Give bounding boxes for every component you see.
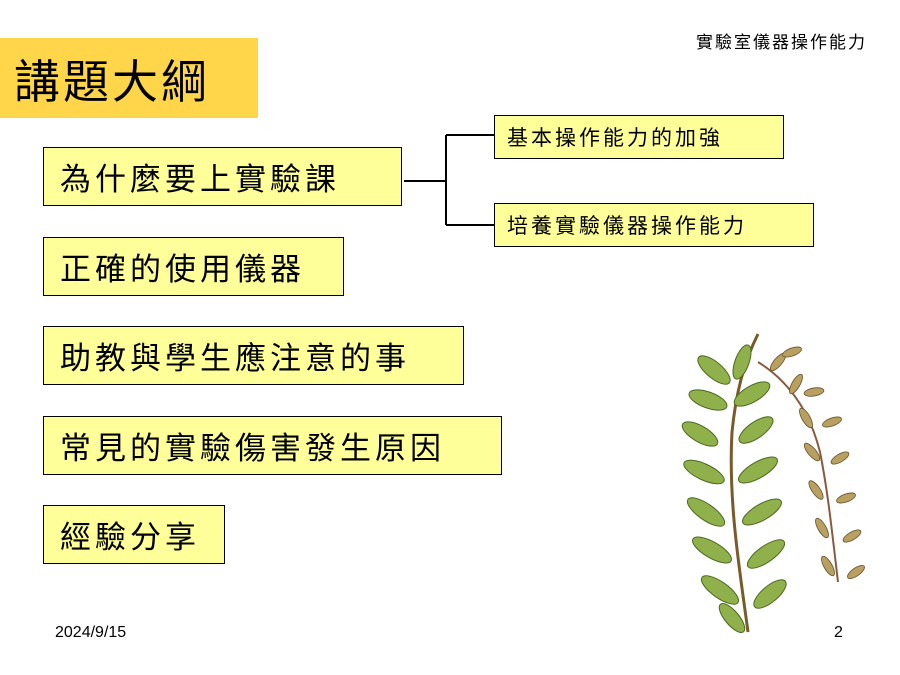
footer-date: 2024/9/15 — [55, 624, 127, 641]
page-number: 2 — [834, 624, 843, 641]
outline-item-experience: 經驗分享 — [43, 505, 225, 564]
outline-item-instrument-use: 正確的使用儀器 — [43, 237, 344, 296]
plant-illustration-icon — [681, 333, 865, 634]
outline-item-injury-causes: 常見的實驗傷害發生原因 — [43, 416, 502, 475]
outline-item-ta-students: 助教與學生應注意的事 — [43, 326, 464, 385]
sub-item-basic-skills: 基本操作能力的加強 — [494, 115, 784, 159]
outline-title: 講題大綱 — [14, 55, 210, 109]
outline-title-banner: 講題大綱 — [0, 38, 258, 118]
outline-item-why-lab: 為什麼要上實驗課 — [43, 147, 402, 206]
sub-item-instrument-skills: 培養實驗儀器操作能力 — [494, 203, 814, 247]
header-title: 實驗室儀器操作能力 — [696, 33, 867, 53]
